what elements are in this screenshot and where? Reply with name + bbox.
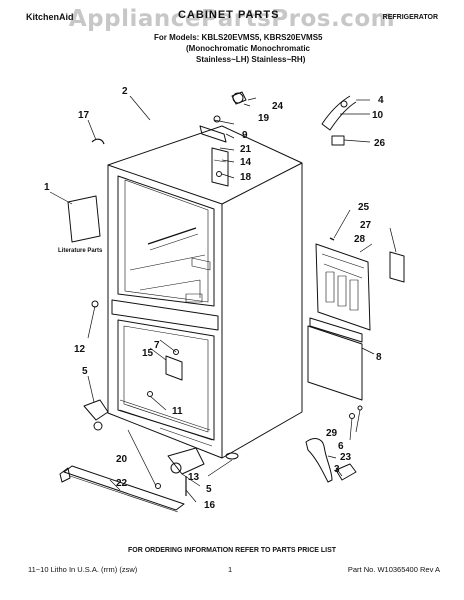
callout-5-left: 5 bbox=[82, 366, 88, 377]
callout-16: 16 bbox=[204, 500, 216, 511]
callout-17: 17 bbox=[78, 110, 90, 121]
model-variant-line-1: (Monochromatic Monochromatic bbox=[186, 44, 311, 53]
callout-27: 27 bbox=[360, 220, 372, 231]
callout-13: 13 bbox=[188, 472, 200, 483]
callout-12: 12 bbox=[74, 344, 86, 355]
page-number: 1 bbox=[228, 565, 233, 574]
callout-15: 15 bbox=[142, 348, 154, 359]
model-variant-line-2: Stainless~LH) Stainless~RH) bbox=[196, 55, 306, 64]
part-number: Part No. W10365400 Rev A bbox=[347, 565, 440, 574]
callout-20: 20 bbox=[116, 454, 128, 465]
cabinet-shell bbox=[107, 125, 303, 459]
callout-29: 29 bbox=[326, 428, 338, 439]
callout-19: 19 bbox=[258, 113, 270, 124]
callout-4: 4 bbox=[378, 95, 384, 106]
litho-note: 11~10 Litho In U.S.A. (rrm) (zsw) bbox=[28, 565, 138, 574]
callout-9: 9 bbox=[242, 130, 248, 141]
callout-24: 24 bbox=[272, 101, 284, 112]
callout-26: 26 bbox=[374, 138, 386, 149]
callout-11: 11 bbox=[172, 406, 183, 417]
literature-parts-label: Literature Parts bbox=[58, 248, 103, 254]
product-type: REFRIGERATOR bbox=[382, 14, 438, 21]
callout-21: 21 bbox=[240, 144, 252, 155]
model-list: For Models: KBLS20EVMS5, KBRS20EVMS5 bbox=[154, 33, 323, 42]
callout-14: 14 bbox=[240, 157, 252, 168]
callout-22: 22 bbox=[116, 478, 128, 489]
brand-name: KitchenAid bbox=[26, 12, 74, 22]
callout-28: 28 bbox=[354, 234, 366, 245]
callout-3: 3 bbox=[334, 464, 340, 475]
callout-10: 10 bbox=[372, 110, 384, 121]
callout-23: 23 bbox=[340, 452, 352, 463]
callout-25: 25 bbox=[358, 202, 370, 213]
callout-18: 18 bbox=[240, 172, 252, 183]
callout-1: 1 bbox=[44, 182, 50, 193]
callout-8: 8 bbox=[376, 352, 382, 363]
callout-6: 6 bbox=[338, 441, 344, 452]
callout-7: 7 bbox=[154, 340, 160, 351]
page-title: CABINET PARTS bbox=[178, 9, 280, 21]
callout-2: 2 bbox=[122, 86, 128, 97]
callout-5-right: 5 bbox=[206, 484, 212, 495]
ordering-note: FOR ORDERING INFORMATION REFER TO PARTS … bbox=[127, 547, 337, 554]
